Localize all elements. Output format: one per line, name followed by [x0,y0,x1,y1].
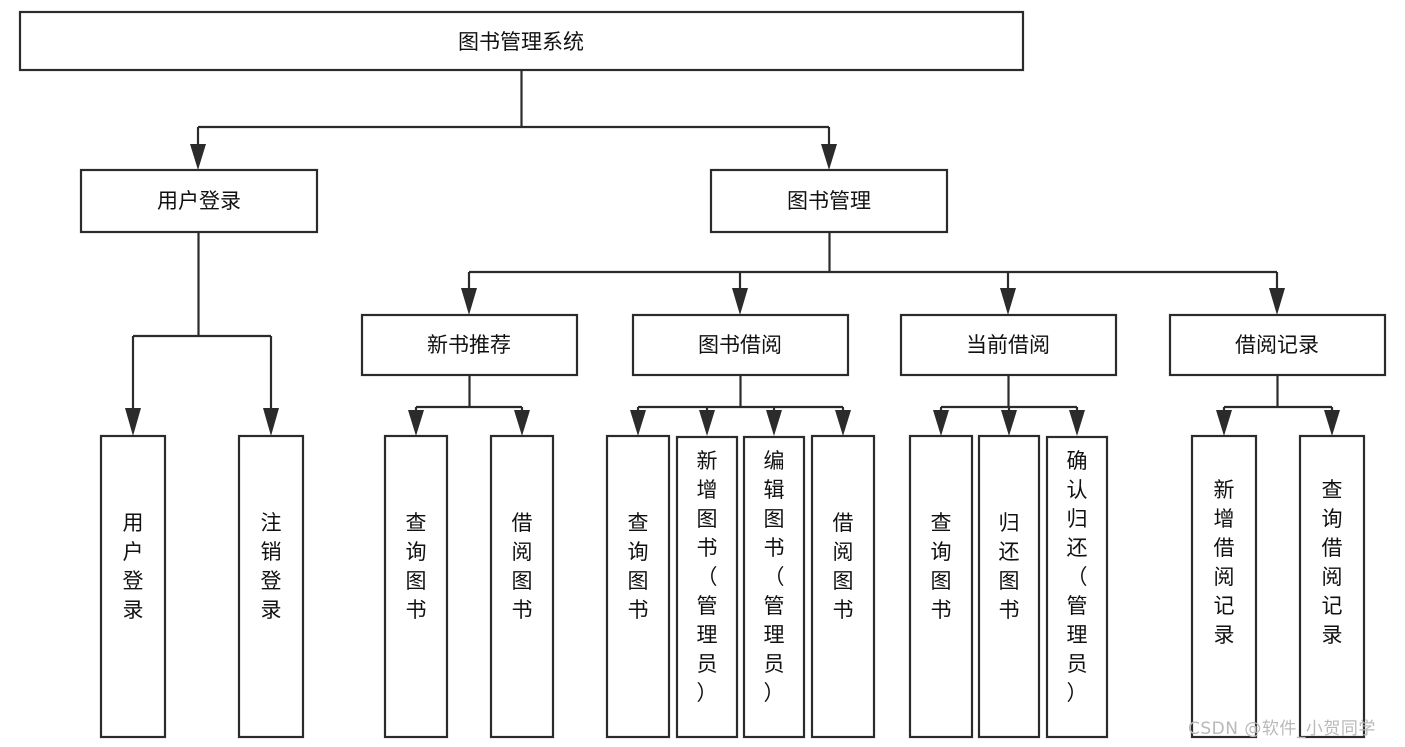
node-records[interactable]: 借阅记录 [1168,313,1387,377]
arrowhead-leaf-query-record [1324,410,1340,436]
node-leaf-user-logout-box[interactable] [237,434,305,739]
arrowhead-leaf-edit-book [766,410,782,436]
node-records-box[interactable] [1168,313,1387,377]
arrowhead-leaf-add-book [699,410,715,436]
arrowhead-leaf-user-logout [263,408,279,436]
node-borrow-label: 图书借阅 [698,333,782,357]
node-leaf-user-login-label: 用户登录 [123,511,144,622]
node-borrow[interactable]: 图书借阅 [631,313,850,377]
node-leaf-add-record-label: 新增借阅记录 [1214,478,1235,647]
node-leaf-return-book[interactable]: 归还图书 [977,434,1041,739]
arrowhead-records [1269,288,1285,315]
node-records-label: 借阅记录 [1235,333,1319,357]
arrowhead-leaf-query-book-2 [630,410,646,436]
arrowhead-leaf-user-login [125,408,141,436]
node-newbook[interactable]: 新书推荐 [360,313,579,377]
node-leaf-confirm-return-box[interactable] [1045,435,1109,739]
arrowhead-newbook [461,288,477,315]
node-leaf-user-login[interactable]: 用户登录 [99,434,167,739]
node-leaf-user-logout-label: 注销登录 [261,511,282,622]
arrowhead-leaf-confirm-return [1069,410,1085,436]
node-leaf-query-book-3[interactable]: 查询图书 [908,434,974,739]
node-leaf-user-login-box[interactable] [99,434,167,739]
node-leaf-query-book-2[interactable]: 查询图书 [605,434,671,739]
node-leaf-query-book-2-label: 查询图书 [628,511,649,622]
node-leaf-borrow-book-1[interactable]: 借阅图书 [489,434,555,739]
node-leaf-borrow-book-1-label: 借阅图书 [512,511,533,622]
node-leaf-add-book-label: 新增图书（管理员） [697,449,718,705]
node-leaf-query-book-3-label: 查询图书 [931,511,952,622]
node-leaf-add-record[interactable]: 新增借阅记录 [1190,434,1258,739]
arrowhead-leaf-add-record [1216,410,1232,436]
node-leaf-borrow-book-2[interactable]: 借阅图书 [810,434,876,739]
node-leaf-query-book-1-label: 查询图书 [406,511,427,622]
node-leaf-confirm-return[interactable]: 确认归还（管理员） [1045,435,1109,739]
node-leaf-query-book-1-box[interactable] [383,434,449,739]
node-login-box[interactable] [79,168,319,234]
arrowhead-leaf-borrow-book-1 [514,410,530,436]
node-bookmgmt-box[interactable] [709,168,949,234]
node-leaf-query-record-label: 查询借阅记录 [1322,478,1343,647]
node-leaf-query-record[interactable]: 查询借阅记录 [1298,434,1366,739]
node-leaf-add-record-box[interactable] [1190,434,1258,739]
arrowhead-leaf-query-book-3 [933,410,949,436]
node-borrow-box[interactable] [631,313,850,377]
arrowhead-current [1000,288,1016,315]
node-leaf-borrow-book-2-label: 借阅图书 [833,511,854,622]
node-newbook-label: 新书推荐 [427,333,511,357]
node-newbook-box[interactable] [360,313,579,377]
node-leaf-borrow-book-1-box[interactable] [489,434,555,739]
node-leaf-query-book-3-box[interactable] [908,434,974,739]
node-root-box[interactable] [18,10,1025,72]
node-current[interactable]: 当前借阅 [899,313,1118,377]
node-leaf-return-book-box[interactable] [977,434,1041,739]
node-leaf-return-book-label: 归还图书 [999,511,1020,622]
arrowhead-bookmgmt [821,144,837,170]
node-root-label: 图书管理系统 [458,30,584,54]
connectors-group [125,70,1340,436]
node-leaf-add-book-box[interactable] [675,435,739,739]
node-leaf-confirm-return-label: 确认归还（管理员） [1067,449,1088,705]
node-login-label: 用户登录 [157,189,241,213]
node-leaf-edit-book-label: 编辑图书（管理员） [764,449,785,705]
node-leaf-query-book-2-box[interactable] [605,434,671,739]
node-leaf-user-logout[interactable]: 注销登录 [237,434,305,739]
node-root[interactable]: 图书管理系统 [18,10,1025,72]
arrowhead-borrow [732,288,748,315]
node-leaf-add-book[interactable]: 新增图书（管理员） [675,435,739,739]
node-current-label: 当前借阅 [966,333,1050,357]
arrowhead-login [190,144,206,170]
node-bookmgmt-label: 图书管理 [787,189,871,213]
arrowhead-leaf-query-book-1 [408,410,424,436]
node-leaf-edit-book-box[interactable] [742,435,806,739]
node-leaf-borrow-book-2-box[interactable] [810,434,876,739]
node-login[interactable]: 用户登录 [79,168,319,234]
node-leaf-query-record-box[interactable] [1298,434,1366,739]
node-leaf-query-book-1[interactable]: 查询图书 [383,434,449,739]
node-current-box[interactable] [899,313,1118,377]
node-leaf-edit-book[interactable]: 编辑图书（管理员） [742,435,806,739]
arrowhead-leaf-return-book [1001,410,1017,436]
node-bookmgmt[interactable]: 图书管理 [709,168,949,234]
arrowhead-leaf-borrow-book-2 [835,410,851,436]
